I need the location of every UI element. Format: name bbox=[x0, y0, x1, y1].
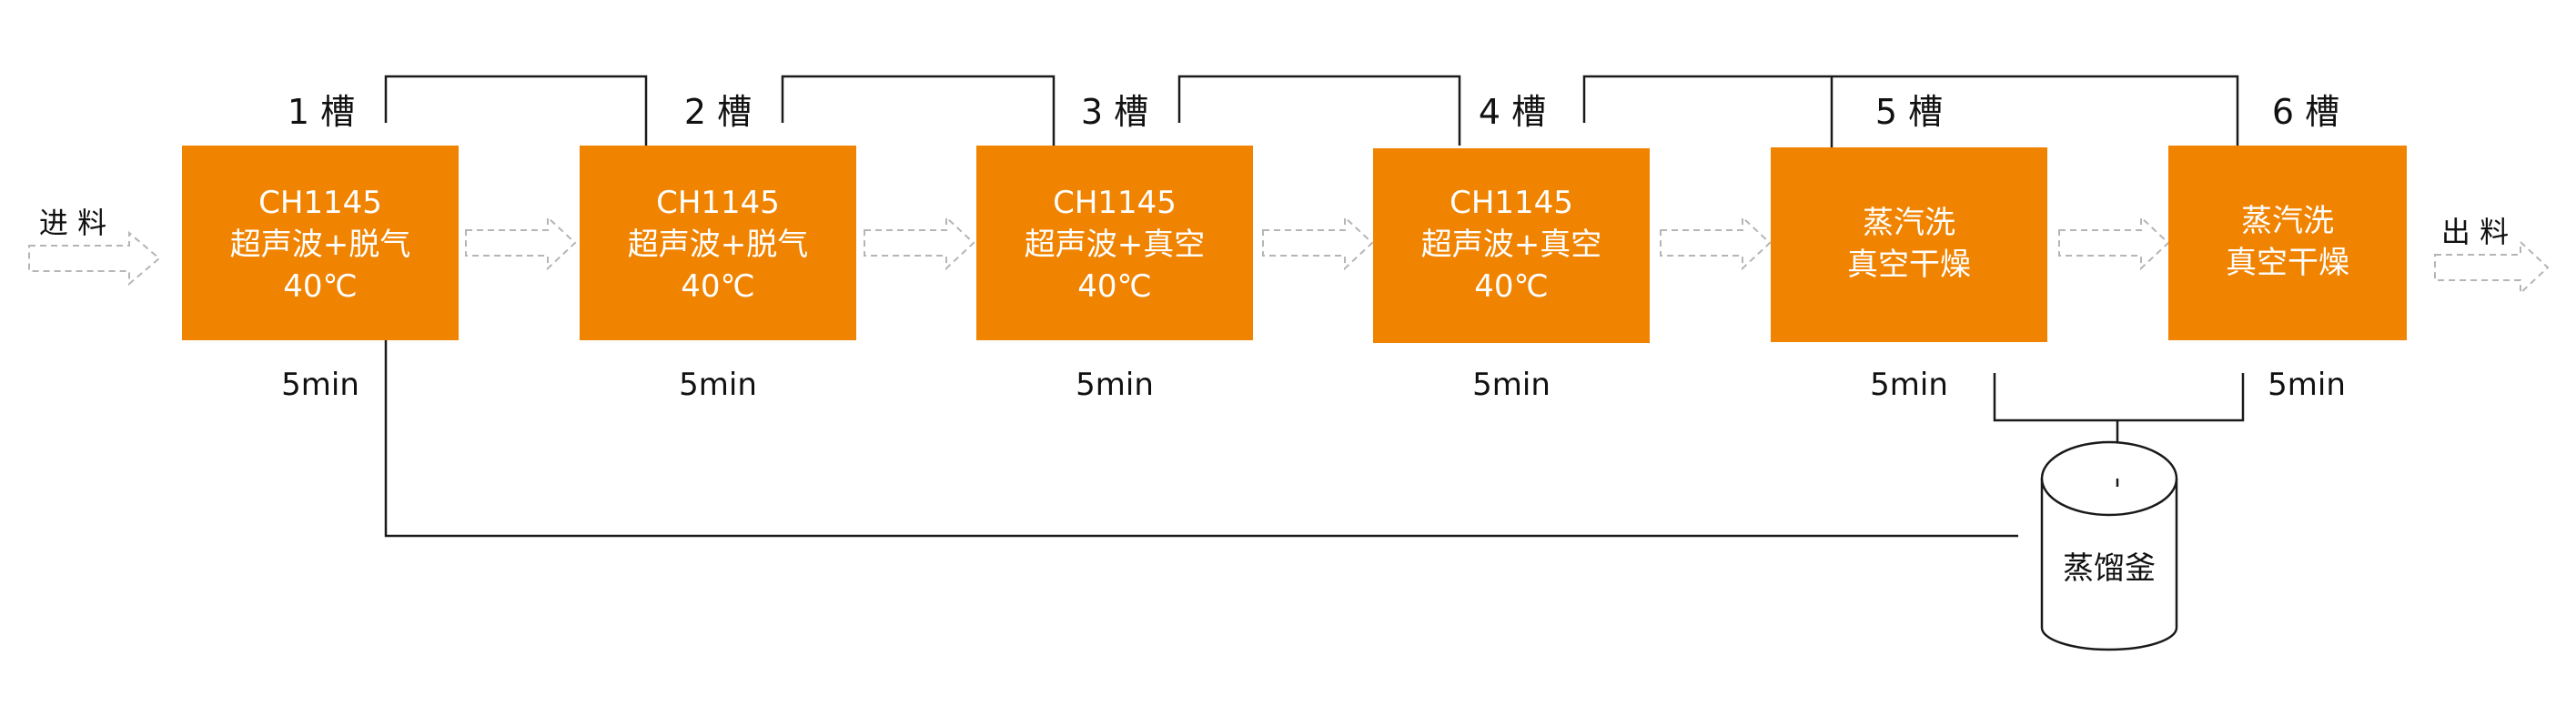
box-line-1: 蒸汽洗 bbox=[2241, 203, 2334, 239]
feed-label: 进 料 bbox=[39, 206, 106, 240]
box-line-2: 真空干燥 bbox=[2226, 245, 2349, 281]
stage-6: 6 槽 蒸汽洗 真空干燥 5min bbox=[2168, 92, 2407, 403]
tank-label: 4 槽 bbox=[1479, 92, 1546, 132]
time-label: 5min bbox=[1472, 367, 1551, 403]
flow-arrow-4-5 bbox=[1660, 215, 1772, 271]
box-line-2: 超声波+真空 bbox=[1421, 227, 1602, 263]
stage-1: 1 槽 CH1145 超声波+脱气 40℃ 5min bbox=[182, 92, 459, 403]
tank-label: 2 槽 bbox=[684, 92, 752, 132]
pipe-tank1-tank2 bbox=[384, 75, 648, 146]
stage-2: 2 槽 CH1145 超声波+脱气 40℃ 5min bbox=[580, 92, 856, 403]
box-line-3: 40℃ bbox=[283, 268, 357, 305]
flow-arrow-3-4 bbox=[1262, 215, 1374, 271]
box-line-3: 40℃ bbox=[1077, 268, 1151, 305]
box-line-1: 蒸汽洗 bbox=[1863, 205, 1955, 241]
box-line-2: 超声波+真空 bbox=[1025, 227, 1206, 263]
box-line-3: 40℃ bbox=[681, 268, 754, 305]
top-connection-lines bbox=[384, 75, 2239, 147]
time-label: 5min bbox=[679, 367, 757, 403]
process-box bbox=[976, 146, 1253, 340]
time-label: 5min bbox=[2268, 367, 2346, 403]
box-line-2: 超声波+脱气 bbox=[230, 227, 411, 263]
still-top bbox=[2040, 440, 2178, 517]
pipe-tank5-tank6-collector bbox=[1993, 373, 2245, 422]
pipe-tank3-tank4 bbox=[1177, 75, 1461, 146]
pipe-tank2-tank3 bbox=[781, 75, 1056, 146]
time-label: 5min bbox=[1870, 367, 1948, 403]
process-box bbox=[1771, 147, 2047, 342]
output-arrow bbox=[2434, 239, 2550, 296]
tank-label: 6 槽 bbox=[2272, 92, 2339, 132]
flow-arrow-5-6 bbox=[2058, 215, 2170, 271]
tank-label: 3 槽 bbox=[1081, 92, 1148, 132]
tank-label: 1 槽 bbox=[288, 92, 355, 132]
time-label: 5min bbox=[1076, 367, 1154, 403]
tank-label: 5 槽 bbox=[1875, 92, 1943, 132]
flow-arrows bbox=[28, 215, 2550, 296]
pipe-still-return-tank1 bbox=[384, 340, 2018, 538]
stage-5: 5 槽 蒸汽洗 真空干燥 5min bbox=[1771, 92, 2047, 403]
box-line-1: CH1145 bbox=[1053, 185, 1177, 221]
process-box bbox=[2168, 146, 2407, 340]
distillation-still: 蒸馏釜 bbox=[2040, 440, 2178, 651]
process-box bbox=[1373, 148, 1650, 343]
output-label: 出 料 bbox=[2441, 215, 2509, 249]
flow-arrow-1-2 bbox=[465, 215, 577, 271]
box-line-2: 超声波+脱气 bbox=[628, 227, 809, 263]
bottom-connection-lines bbox=[384, 340, 2245, 538]
process-box bbox=[182, 146, 459, 340]
process-box bbox=[580, 146, 856, 340]
box-line-3: 40℃ bbox=[1474, 268, 1548, 305]
still-body bbox=[2040, 479, 2178, 651]
time-label: 5min bbox=[281, 367, 359, 403]
still-label: 蒸馏釜 bbox=[2063, 550, 2156, 587]
pipe-tank4-tank6 bbox=[1582, 75, 2239, 146]
box-line-2: 真空干燥 bbox=[1847, 247, 1971, 283]
stage-3: 3 槽 CH1145 超声波+真空 40℃ 5min bbox=[976, 92, 1253, 403]
box-line-1: CH1145 bbox=[258, 185, 382, 221]
box-line-1: CH1145 bbox=[656, 185, 780, 221]
flow-arrow-2-3 bbox=[864, 215, 975, 271]
stage-4: 4 槽 CH1145 超声波+真空 40℃ 5min bbox=[1373, 92, 1650, 403]
feed-arrow bbox=[28, 230, 161, 287]
box-line-1: CH1145 bbox=[1450, 185, 1573, 221]
